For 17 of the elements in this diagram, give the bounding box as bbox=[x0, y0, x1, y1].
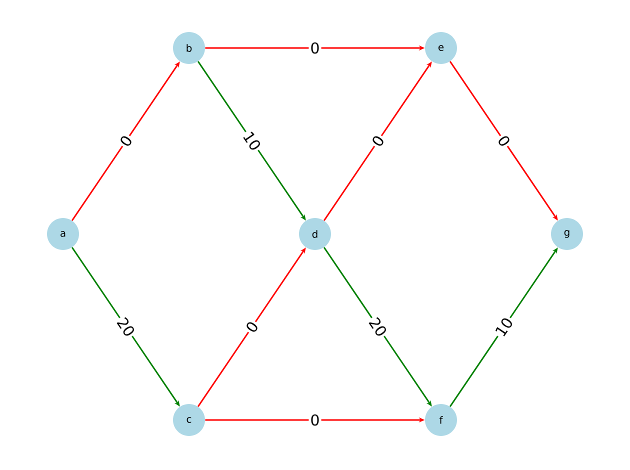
graph-node: f bbox=[425, 404, 457, 436]
edge-label: 0 bbox=[368, 132, 388, 150]
edge-label: 20 bbox=[366, 314, 390, 340]
graph-node: g bbox=[551, 218, 583, 250]
edge-label: 0 bbox=[116, 132, 136, 150]
edge-label: 0 bbox=[308, 40, 322, 56]
edge-label: 10 bbox=[240, 128, 264, 154]
edge-label: 20 bbox=[114, 314, 138, 340]
graph-node: e bbox=[425, 32, 457, 64]
edge-label: 0 bbox=[242, 318, 262, 336]
graph-node: a bbox=[47, 218, 79, 250]
graph-node: c bbox=[173, 404, 205, 436]
graph-node: d bbox=[299, 218, 331, 250]
edge-label: 10 bbox=[492, 314, 516, 340]
graph-node: b bbox=[173, 32, 205, 64]
edge-label: 0 bbox=[308, 412, 322, 428]
edge-label: 0 bbox=[494, 132, 514, 150]
